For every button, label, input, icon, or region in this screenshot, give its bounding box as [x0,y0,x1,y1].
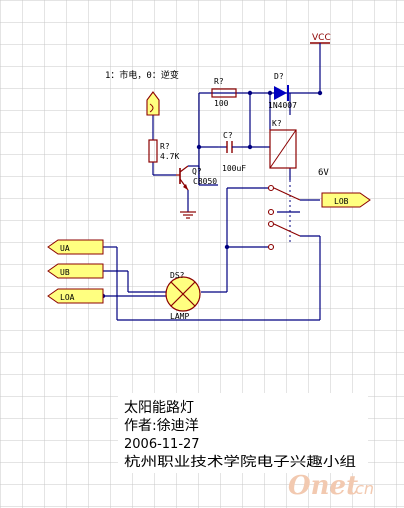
transistor-q1: Q? C8050 [176,165,217,191]
r-top-ref: R? [214,77,224,86]
title-block-date: 2006-11-27 [124,437,200,452]
transistor-value: C8050 [193,177,217,186]
title-block-author: 作者:徐迪洋 [124,418,199,434]
relay-contacts [267,184,301,251]
lamp-ds1: DS? LAMP [165,271,201,321]
watermark-main: Onet [288,471,358,501]
junctions [100,90,323,299]
lamp-value: LAMP [170,312,189,321]
lamp-ref: DS? [170,271,185,280]
port-lob: LOB [321,192,371,208]
watermark-logo: Onet .cn [288,471,374,501]
light-sensor [146,91,160,116]
port-ub: UB [47,263,104,279]
r-top-value: 100 [214,99,229,108]
port-ua: UA [47,239,104,255]
capacitor-c1: C? 100uF [199,131,246,173]
relay-k1: K? 6V [269,119,329,245]
port-loa: LOA [47,288,104,304]
transistor-ref: Q? [192,167,202,176]
title-block-title: 太阳能路灯 [124,400,194,416]
vcc-label: VCC [312,33,331,43]
wires [103,43,321,321]
capacitor-value: 100uF [222,164,246,173]
vcc-symbol: VCC [310,33,331,44]
title-block: 太阳能路灯 作者:徐迪洋 2006-11-27 杭州职业技术学院电子兴趣小组 [124,400,356,470]
diode-value: 1N4007 [268,101,297,110]
r-left-value: 4.7K [160,152,179,161]
port-loa-label: LOA [60,293,75,302]
capacitor-ref: C? [223,131,233,140]
mode-note: 1：市电，0：逆变 [105,69,179,81]
relay-voltage: 6V [318,168,329,178]
resistor-r-top: R? 100 [211,77,237,108]
port-ua-label: UA [60,244,70,253]
title-block-org: 杭州职业技术学院电子兴趣小组 [124,454,356,470]
diode-d1: D? 1N4007 [268,72,297,110]
port-lob-label: LOB [334,197,349,206]
relay-ref: K? [272,119,282,128]
port-ub-label: UB [60,268,70,277]
ground-symbol [180,211,196,219]
resistor-r-left: R? 4.7K [148,139,179,163]
r-left-ref: R? [160,142,170,151]
title-block-background [118,393,368,473]
diode-ref: D? [274,72,284,81]
watermark-suffix: .cn [350,479,374,498]
